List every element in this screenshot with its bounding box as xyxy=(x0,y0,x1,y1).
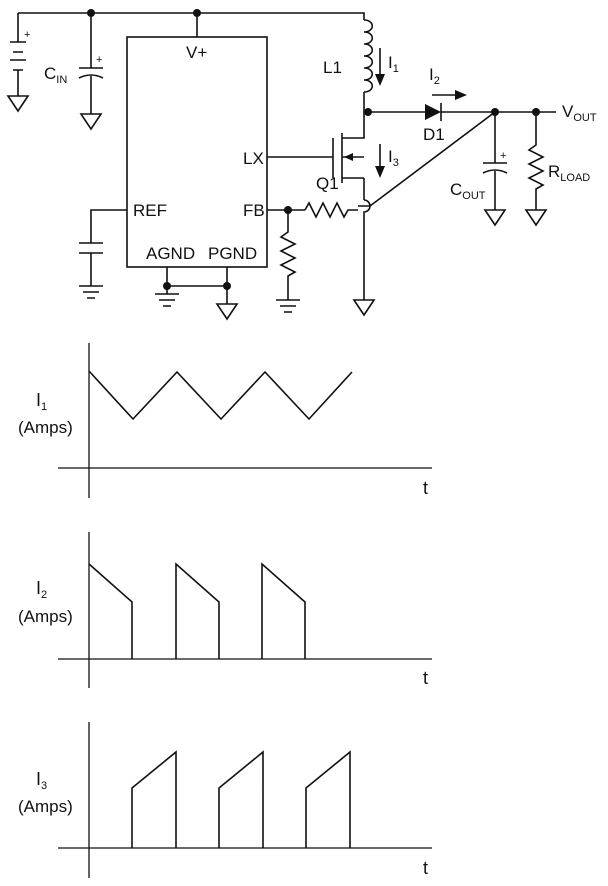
pin-ref-label: REF xyxy=(133,201,167,220)
inductor-l1: L1 xyxy=(323,19,374,112)
i1-unit-label: (Amps) xyxy=(18,418,73,437)
i3-current-arrow: I3 xyxy=(375,144,399,178)
svg-text:I3: I3 xyxy=(388,147,399,169)
load-resistor: RLOAD xyxy=(524,112,590,227)
output-capacitor: + COUT xyxy=(450,112,508,227)
top-rail-wire xyxy=(18,12,365,20)
schematic: + + CIN V+ LX REF FB AGND PGND xyxy=(6,9,597,321)
pin-pgnd-label: PGND xyxy=(208,244,257,263)
svg-text:I1: I1 xyxy=(388,53,399,75)
waveform-i3-chart: I3 (Amps) t xyxy=(18,722,432,878)
i3-time-label: t xyxy=(423,858,428,878)
q1-label: Q1 xyxy=(316,174,339,193)
pin-vplus-label: V+ xyxy=(186,43,207,62)
waveform-i2-chart: I2 (Amps) t xyxy=(18,532,432,688)
i2-time-label: t xyxy=(423,668,428,688)
cout-polarity-label: + xyxy=(500,150,506,162)
i1-time-label: t xyxy=(423,478,428,498)
i2-current-arrow: I2 xyxy=(429,65,467,100)
diode-d1: D1 xyxy=(423,103,495,144)
i1-waveform-trace xyxy=(88,370,353,421)
pin-agnd-label: AGND xyxy=(146,244,195,263)
ic-ground-connections xyxy=(155,267,239,321)
svg-text:I2: I2 xyxy=(429,65,440,87)
pin-lx-label: LX xyxy=(243,149,264,168)
i2-axis-label: I2 xyxy=(36,578,47,601)
i1-axis-label: I1 xyxy=(36,390,47,413)
vout-label: VOUT xyxy=(562,102,597,124)
battery-symbol: + xyxy=(6,13,30,113)
i3-unit-label: (Amps) xyxy=(18,797,73,816)
i3-axis-label: I3 xyxy=(36,769,47,792)
ref-capacitor xyxy=(79,209,127,299)
d1-label: D1 xyxy=(423,125,445,144)
feedback-network xyxy=(267,111,496,313)
pin-fb-label: FB xyxy=(243,201,265,220)
cin-label: CIN xyxy=(44,64,67,86)
source-wire xyxy=(363,199,371,300)
battery-polarity-label: + xyxy=(24,29,30,41)
i2-unit-label: (Amps) xyxy=(18,607,73,626)
cin-polarity-label: + xyxy=(96,54,102,66)
l1-label: L1 xyxy=(323,58,342,77)
i2-waveform-trace xyxy=(88,562,306,659)
input-capacitor: + CIN xyxy=(44,13,104,131)
mosfet-q1: Q1 xyxy=(267,112,365,200)
waveform-i1-chart: I1 (Amps) t xyxy=(18,343,432,498)
i1-current-arrow: I1 xyxy=(375,48,399,86)
cout-label: COUT xyxy=(450,180,486,202)
i3-waveform-trace xyxy=(131,750,351,848)
source-ground-icon xyxy=(352,299,376,317)
rload-label: RLOAD xyxy=(548,162,590,184)
